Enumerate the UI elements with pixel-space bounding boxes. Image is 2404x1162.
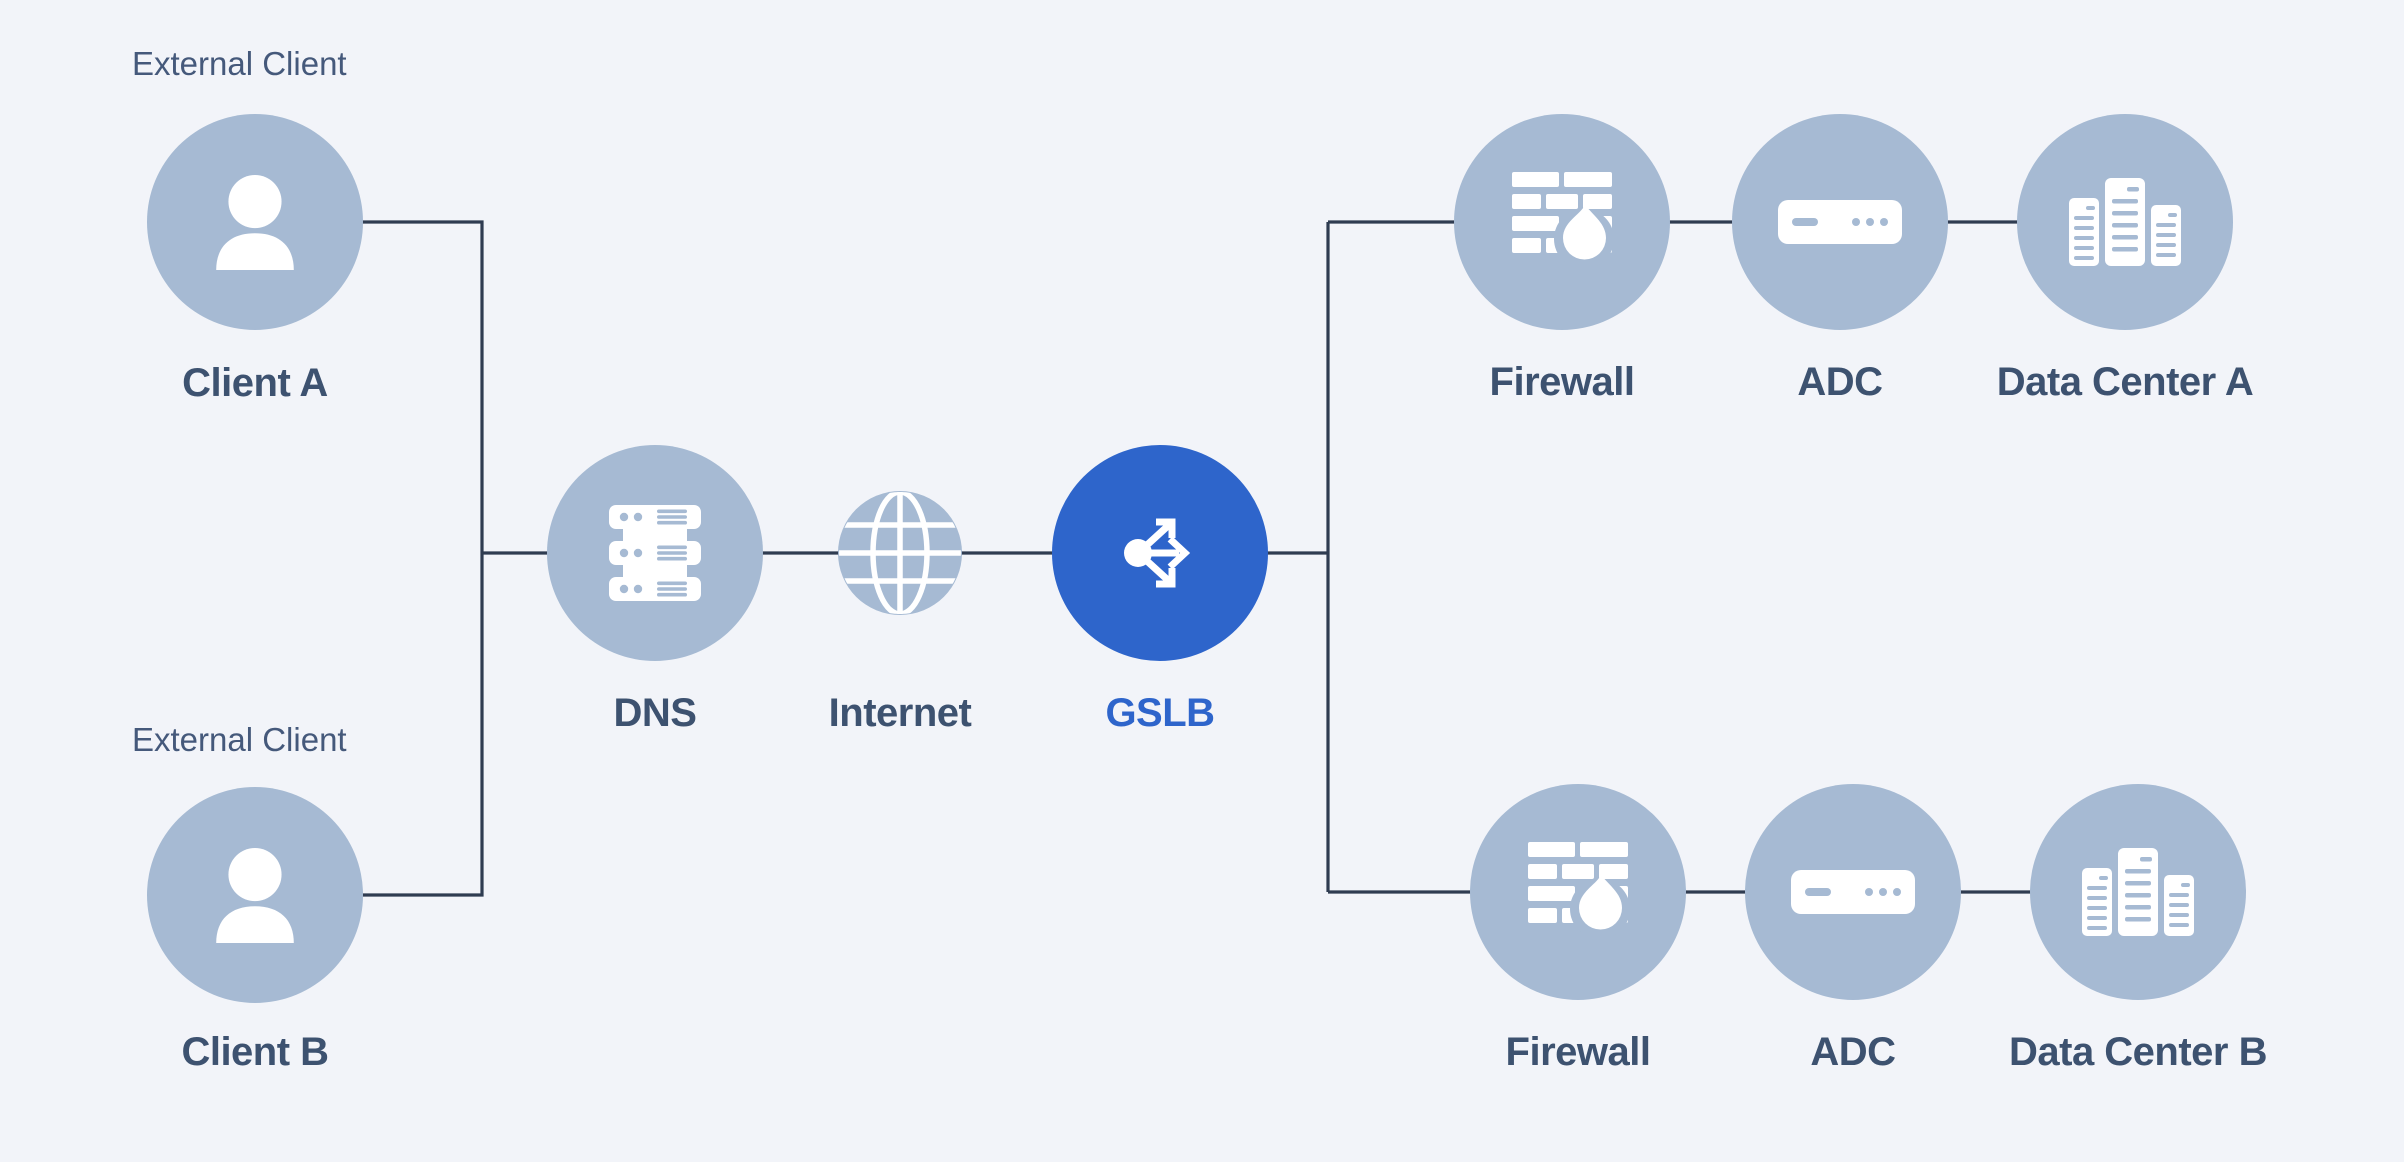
firewall-top-label: Firewall (1489, 360, 1635, 404)
server-rack-icon (2069, 178, 2181, 266)
firewall-icon (1512, 172, 1612, 269)
dns-circle (547, 445, 763, 661)
user-icon (216, 848, 294, 943)
internet-label: Internet (828, 691, 972, 735)
client-b-label: Client B (181, 1030, 329, 1074)
rack-detail (2087, 857, 2190, 930)
server-stack-icon (609, 505, 701, 601)
flame (1563, 205, 1606, 260)
client-a-circle (147, 114, 363, 330)
adc-top-label: ADC (1797, 360, 1883, 404)
firewall-top-circle (1454, 114, 1670, 330)
firewall-bottom-label: Firewall (1505, 1030, 1651, 1074)
client-b-circle (147, 787, 363, 1003)
datacenter-b-circle (2030, 784, 2246, 1000)
user-icon (216, 175, 294, 270)
server-rack-icon (2082, 848, 2194, 936)
adc-appliance-icon (1778, 200, 1902, 244)
connector-clients-junction (255, 220, 484, 897)
adc-bottom-circle (1745, 784, 1961, 1000)
gslb-circle (1052, 445, 1268, 661)
datacenter-a-label: Data Center A (1996, 360, 2254, 404)
load-balancer-icon (1124, 518, 1191, 588)
client-a-label: Client A (182, 361, 328, 405)
flame (1579, 875, 1622, 930)
rack-detail (2074, 187, 2177, 260)
external-client-caption-bottom: External Client (132, 721, 347, 758)
adc-bottom-label: ADC (1810, 1030, 1896, 1074)
external-client-caption-top: External Client (132, 45, 347, 82)
adc-appliance-icon (1791, 870, 1915, 914)
firewall-icon (1528, 842, 1628, 939)
adc-top-circle (1732, 114, 1948, 330)
datacenter-a-circle (2017, 114, 2233, 330)
server-detail-dots (619, 512, 643, 594)
datacenter-b-label: Data Center B (2008, 1030, 2268, 1074)
gslb-label: GSLB (1105, 691, 1215, 735)
server-detail-lines (657, 509, 687, 597)
internet-node (838, 491, 962, 615)
firewall-bottom-circle (1470, 784, 1686, 1000)
dns-label: DNS (613, 691, 697, 735)
globe-icon (838, 491, 962, 615)
